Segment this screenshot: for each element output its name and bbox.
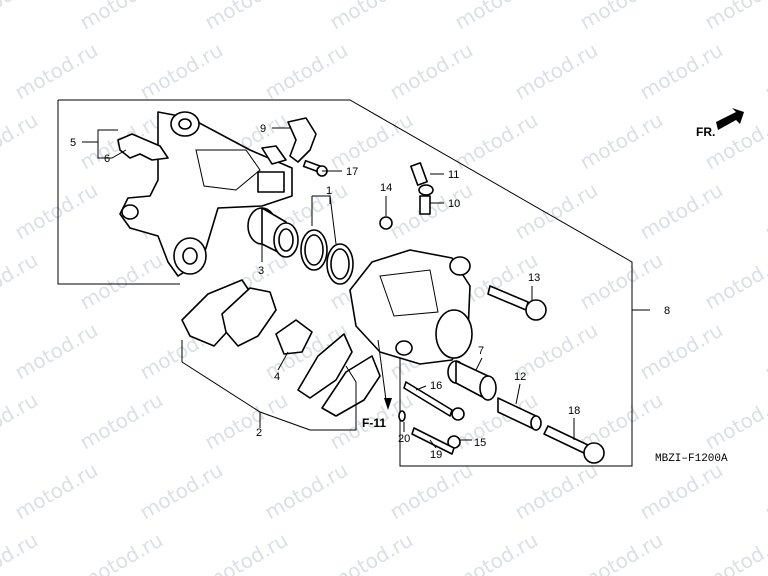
watermark-text-43: motod.ru <box>76 388 167 455</box>
watermark-text-59: motod.ru <box>326 528 417 576</box>
watermark-text-5: motod.ru <box>576 0 667 34</box>
callout-1[interactable]: 1 <box>326 185 332 197</box>
watermark-text-53: motod.ru <box>511 458 602 525</box>
watermark-text-35: motod.ru <box>11 318 102 385</box>
bolt-13 <box>487 285 547 321</box>
callout-6[interactable]: 6 <box>104 153 110 165</box>
watermark-text-57: motod.ru <box>76 528 167 576</box>
watermark-text-50: motod.ru <box>136 458 227 525</box>
watermark-text-56: motod.ru <box>0 528 42 576</box>
callout-18[interactable]: 18 <box>568 405 580 417</box>
watermark-text-49: motod.ru <box>11 458 102 525</box>
watermark-text-60: motod.ru <box>451 528 542 576</box>
watermark-text-0: motod.ru <box>0 0 42 34</box>
watermark-text-52: motod.ru <box>386 458 477 525</box>
bushing <box>447 360 497 401</box>
callout-8[interactable]: 8 <box>664 305 670 317</box>
assembly-frame <box>57 99 650 467</box>
watermark-text-19: motod.ru <box>576 108 667 175</box>
watermark-text-33: motod.ru <box>576 248 667 315</box>
front-direction-arrow: FR. <box>696 108 744 139</box>
piston <box>247 207 299 258</box>
caliper-body <box>349 249 473 365</box>
callout-13[interactable]: 13 <box>528 272 540 284</box>
watermark-text-55: motod.ru <box>761 458 768 525</box>
pad-spring <box>275 319 313 355</box>
watermark-text-2: motod.ru <box>201 0 292 34</box>
watermark-text-44: motod.ru <box>201 388 292 455</box>
watermark-text-34: motod.ru <box>701 248 768 315</box>
watermark-text-9: motod.ru <box>261 38 352 105</box>
callout-2[interactable]: 2 <box>256 427 262 439</box>
boot <box>287 117 317 163</box>
watermark-text-14: motod.ru <box>0 108 42 175</box>
watermark-text-11: motod.ru <box>511 38 602 105</box>
brake-pads <box>181 279 381 417</box>
bolt-18 <box>543 425 605 464</box>
bleeder-valve <box>379 162 434 230</box>
watermark-text-54: motod.ru <box>636 458 727 525</box>
watermark-text-10: motod.ru <box>386 38 477 105</box>
callout-7[interactable]: 7 <box>478 345 484 357</box>
callout-9[interactable]: 9 <box>260 123 266 135</box>
watermark-text-61: motod.ru <box>576 528 667 576</box>
watermark-text-29: motod.ru <box>76 248 167 315</box>
callout-14[interactable]: 14 <box>380 182 392 194</box>
leader-lines <box>82 127 575 449</box>
watermark-text-18: motod.ru <box>451 108 542 175</box>
pad-pin <box>403 381 465 449</box>
watermark-text-8: motod.ru <box>136 38 227 105</box>
watermark-text-4: motod.ru <box>451 0 542 34</box>
watermark-text-48: motod.ru <box>701 388 768 455</box>
diagram-code: MBZI–F1200A <box>655 453 728 465</box>
callout-20[interactable]: 20 <box>398 433 410 445</box>
watermark-text-13: motod.ru <box>761 38 768 105</box>
callout-5[interactable]: 5 <box>70 137 76 149</box>
callout-3[interactable]: 3 <box>258 265 264 277</box>
callout-11[interactable]: 11 <box>448 169 459 181</box>
pin-19 <box>398 410 455 455</box>
watermark-text-51: motod.ru <box>261 458 352 525</box>
callout-15[interactable]: 15 <box>474 437 486 449</box>
callout-17[interactable]: 17 <box>346 166 358 178</box>
callout-labels: 1 2 3 4 5 6 7 8 9 10 11 12 13 14 15 16 1… <box>70 123 670 461</box>
piston-seals <box>300 229 354 285</box>
watermark-text-40: motod.ru <box>636 318 727 385</box>
watermark-text-41: motod.ru <box>761 318 768 385</box>
reference-label: F-11 <box>362 416 386 430</box>
front-direction-label: FR. <box>696 125 715 139</box>
watermark-text-42: motod.ru <box>0 388 42 455</box>
callout-19[interactable]: 19 <box>430 449 442 461</box>
callout-16[interactable]: 16 <box>430 380 442 392</box>
watermark-text-6: motod.ru <box>701 0 768 34</box>
sleeve <box>497 397 542 431</box>
watermark-text-58: motod.ru <box>201 528 292 576</box>
pad-retainer-clip <box>117 133 169 161</box>
callout-4[interactable]: 4 <box>274 371 280 383</box>
watermark-text-27: motod.ru <box>761 178 768 245</box>
callout-10[interactable]: 10 <box>448 198 460 210</box>
callout-12[interactable]: 12 <box>514 371 526 383</box>
watermark-text-25: motod.ru <box>511 178 602 245</box>
watermark-text-12: motod.ru <box>636 38 727 105</box>
watermark-text-62: motod.ru <box>701 528 768 576</box>
watermark-text-26: motod.ru <box>636 178 727 245</box>
watermark-text-3: motod.ru <box>326 0 417 34</box>
watermark-text-17: motod.ru <box>326 108 417 175</box>
watermark-text-7: motod.ru <box>11 38 102 105</box>
watermark-text-1: motod.ru <box>76 0 167 34</box>
watermark-text-28: motod.ru <box>0 248 42 315</box>
watermark-text-21: motod.ru <box>11 178 102 245</box>
bolt-17 <box>302 159 328 177</box>
